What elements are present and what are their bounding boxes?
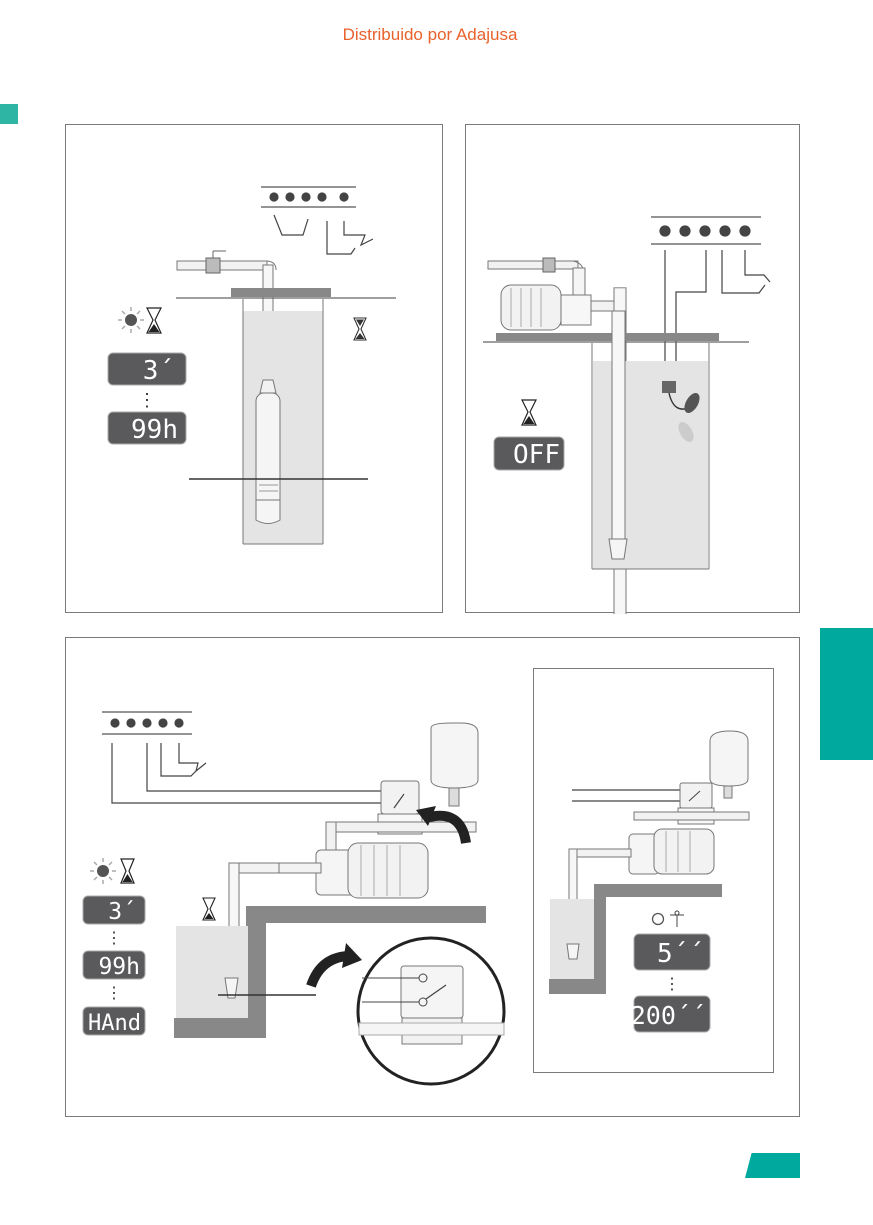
led-blinking-icon [118, 307, 144, 333]
corner-color-tab [0, 104, 18, 124]
hourglass-icon [121, 859, 134, 883]
lcd-value: 3´ [143, 356, 174, 386]
submersible-pump [256, 380, 280, 524]
submersible-pump-diagram: 3´ ⋮ 99h [66, 125, 444, 614]
continuation-dots: ⋮ [138, 390, 156, 410]
continuation-dots: ⋮ [664, 976, 680, 993]
terminal-block [261, 187, 373, 254]
lcd-display: OFF [494, 437, 564, 470]
hourglass-icon [147, 308, 161, 333]
hourglass-icon [354, 318, 366, 340]
distributor-header: Distribuido por Adajusa [0, 25, 860, 45]
continuation-dots: ⋮ [106, 985, 122, 1002]
lcd-display: 5´´ [634, 934, 710, 970]
section-side-tab [820, 628, 873, 760]
pressure-switch-detail [358, 938, 504, 1084]
lcd-value: 3´ [108, 899, 136, 925]
lcd-value: 99h [98, 954, 140, 980]
lcd-value: OFF [513, 440, 560, 470]
panel-booster-interval: 5´´ ⋮ 200´´ [533, 668, 774, 1073]
expansion-tank [710, 731, 748, 798]
hourglass-icon [203, 898, 215, 920]
lcd-value: 5´´ [657, 939, 704, 969]
page-number-tab [745, 1153, 800, 1178]
led-off-icon [653, 914, 664, 925]
lcd-display: 3´ [108, 353, 186, 386]
terminal-block [651, 217, 770, 385]
lcd-display: 99h [108, 412, 186, 445]
lcd-display: 3´ [83, 896, 145, 925]
panel-surface-pump-float: OFF [465, 124, 800, 613]
lcd-display: HAnd [83, 1007, 145, 1036]
water-sump [176, 926, 248, 1018]
panel-booster-manual: 3´ ⋮ 99h ⋮ HAnd [65, 637, 800, 1117]
expansion-tank [431, 723, 478, 806]
lcd-value: 99h [131, 415, 178, 445]
continuation-dots: ⋮ [106, 930, 122, 947]
lcd-value: HAnd [88, 1011, 141, 1036]
panel-submersible-pump: 3´ ⋮ 99h [65, 124, 443, 613]
terminal-block [102, 712, 391, 803]
water-sump [550, 899, 594, 979]
well [243, 299, 323, 544]
surface-pump-float-diagram: OFF [466, 125, 801, 614]
manual-switch-icon [670, 911, 684, 927]
lcd-display: 99h [83, 951, 145, 980]
lcd-value: 200´´ [631, 1001, 706, 1030]
lcd-display: 200´´ [631, 996, 710, 1032]
hourglass-icon [522, 400, 536, 425]
led-blinking-icon [90, 858, 116, 884]
booster-interval-diagram: 5´´ ⋮ 200´´ [534, 669, 775, 1074]
